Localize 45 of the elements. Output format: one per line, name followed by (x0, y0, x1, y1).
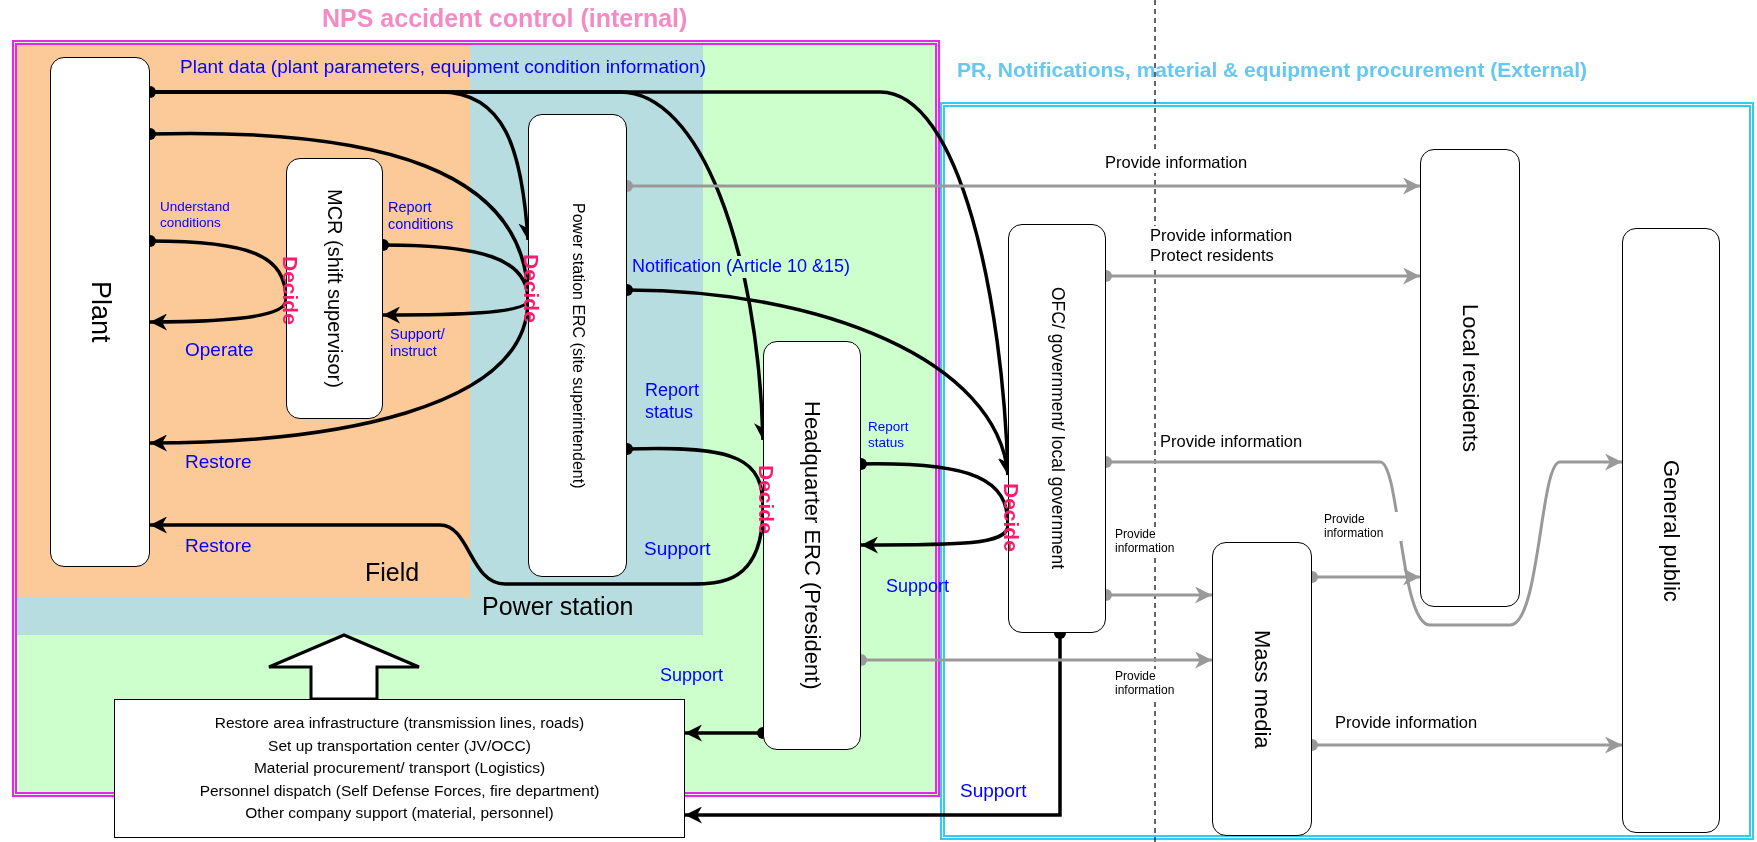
edge-label: Support (660, 665, 724, 687)
box-label: Mass media (1249, 629, 1275, 749)
box-label: OFC/ government/ local government (1046, 287, 1068, 570)
edge-label: Provide information (1324, 512, 1402, 541)
rounded-box (1420, 149, 1520, 607)
connector-arrow (861, 524, 1010, 554)
box-label: Headquarter ERC (President) (799, 401, 825, 690)
box-label: Plant (84, 281, 116, 343)
edge-label: Notification (Article 10 &15) (632, 256, 851, 278)
rounded-box (1212, 542, 1312, 836)
edge-label: Restore (185, 535, 252, 558)
decision-label: Decide (519, 254, 543, 323)
edge-label: Operate (185, 339, 254, 362)
decision-label: Decide (999, 483, 1023, 552)
box-label: Power station ERC (site superintendent) (568, 202, 587, 489)
decision-label: Decide (754, 465, 778, 534)
block-arrow (267, 633, 421, 701)
rounded-box (50, 57, 150, 567)
region-label: Power station (482, 592, 634, 621)
region-label: Field (365, 558, 420, 587)
task-text: Restore area infrastructure (transmission lines, roads) (214, 713, 585, 734)
region-label: NPS accident control (internal) (322, 4, 688, 33)
task-text: Material procurement/ transport (Logistics) (253, 758, 546, 779)
edge-label: Provide information (1105, 153, 1248, 173)
edge-label: Report status (645, 380, 701, 424)
connector-arrow (150, 507, 765, 586)
edge-label: Restore (185, 451, 252, 474)
edge-label: Support/ instruct (390, 326, 446, 361)
note-label: Support (644, 538, 711, 560)
edge-label: Understand conditions (160, 199, 231, 232)
task-list-box (114, 699, 685, 838)
task-text: Personnel dispatch (Self Defense Forces, fire department) (199, 780, 600, 801)
edge-label: Report conditions (388, 199, 455, 234)
edge-label: Plant data (plant parameters, equipment condition information) (180, 56, 706, 79)
task-text: Other company support (material, personnel) (245, 803, 554, 824)
edge-label: Support (960, 780, 1027, 803)
box-label: MCR (shift supervisor) (323, 189, 346, 388)
edge-label: Report status (868, 419, 910, 452)
box-label: General public (1658, 459, 1684, 602)
decision-label: Decide (278, 256, 302, 325)
rounded-box (1622, 228, 1720, 833)
region-label: PR, Notifications, material & equipment procurement (External) (957, 58, 1588, 82)
connector-arrow (150, 299, 288, 331)
box-label: Local residents (1457, 304, 1483, 452)
task-text: Set up transportation center (JV/OCC) (268, 735, 531, 756)
